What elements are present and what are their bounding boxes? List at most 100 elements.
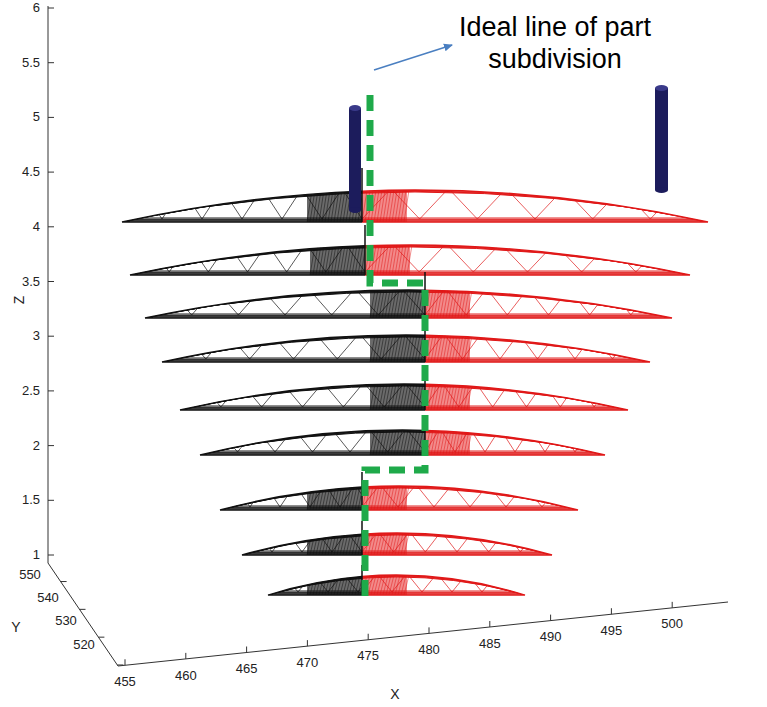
infill-hatch [437,405,447,455]
infill-hatch [449,262,459,318]
infill-line [500,308,538,359]
perimeter [220,486,362,510]
perimeter [425,385,623,409]
infill-line [459,358,493,407]
left-part [180,358,425,412]
infill-line [457,511,489,552]
infill-hatch [443,358,453,410]
infill-line [350,405,388,452]
infill-line [470,462,506,507]
perimeter [362,533,552,555]
infill-hatch [316,462,326,510]
perimeter [362,576,515,592]
perimeter [268,575,362,595]
tick-label: 540 [37,591,59,605]
left-outline [145,290,425,318]
infill-line [332,511,362,552]
layer-slice [122,158,766,224]
infill-hatch [322,462,332,510]
infill-line [528,215,582,272]
infill-line [381,308,425,359]
infill-line [238,262,285,315]
infill-hatch [313,462,323,510]
infill-line [326,215,365,272]
x-tick [550,615,551,621]
infill-line [310,462,340,507]
left-outline [162,335,425,362]
perimeter [167,336,425,361]
infill-line [268,555,298,592]
infill-hatch [337,511,347,555]
right-outline [362,190,708,222]
infill-line [310,462,340,507]
left-part [268,555,362,597]
infill-line [500,308,538,359]
infill-line [302,511,332,552]
plot-stroke [145,262,425,320]
infill-hatch [440,358,450,410]
perimeter [180,384,425,410]
infill-hatch [331,462,341,510]
x-tick [368,634,369,640]
infill-hatch [325,511,335,555]
infill-line [515,405,545,452]
y-tick [80,609,86,610]
perimeter [235,488,362,506]
infill-hatch [461,405,471,455]
axis-label: Y [11,620,20,635]
infill-hatch [310,215,320,275]
infill-line [392,555,422,592]
infill-line [180,358,221,407]
infill-line [220,462,250,507]
infill-line [708,158,766,219]
infill-line [575,405,605,452]
infill-line [145,262,192,315]
z-tick [48,555,54,556]
z-tick [48,8,54,9]
infill-line [313,405,351,452]
infill-hatch [464,405,474,455]
infill-line [242,158,282,219]
infill-hatch [446,308,456,362]
infill-hatch [355,511,362,555]
tick-label: 4.5 [22,165,40,179]
right-part [362,158,766,224]
tick-label: 550 [19,568,41,582]
infill-hatch [361,215,365,275]
infill-line [192,262,239,315]
plot-stroke [425,290,672,318]
infill-hatch [452,405,462,455]
plot-stroke [425,405,605,457]
perimeter [425,290,672,318]
infill-line [459,358,493,407]
infill-line [613,308,651,359]
infill-line [463,308,501,359]
tick-label: 520 [73,638,95,652]
infill-hatch [346,555,356,595]
infill-line [520,511,552,552]
infill-line [262,358,303,407]
infill-line [593,158,651,219]
infill-hatch [467,358,477,410]
infill-line [527,358,561,407]
infill-line [303,358,344,407]
infill-hatch [355,555,362,595]
infill-line [200,405,238,452]
infill-hatch [319,158,329,222]
layer-slice [162,308,650,364]
infill-hatch [307,158,317,222]
infill-line [466,262,507,315]
perimeter [362,486,578,510]
infill-line [470,462,506,507]
infill-line [248,215,287,272]
x-tick [429,627,430,633]
infill-line [328,555,358,592]
infill-hatch [316,215,326,275]
right-outline [365,245,690,275]
infill-hatch [319,555,329,595]
tick-label: 475 [357,649,379,663]
infill-line [242,511,272,552]
z-tick [48,336,54,337]
left-part [242,511,362,557]
